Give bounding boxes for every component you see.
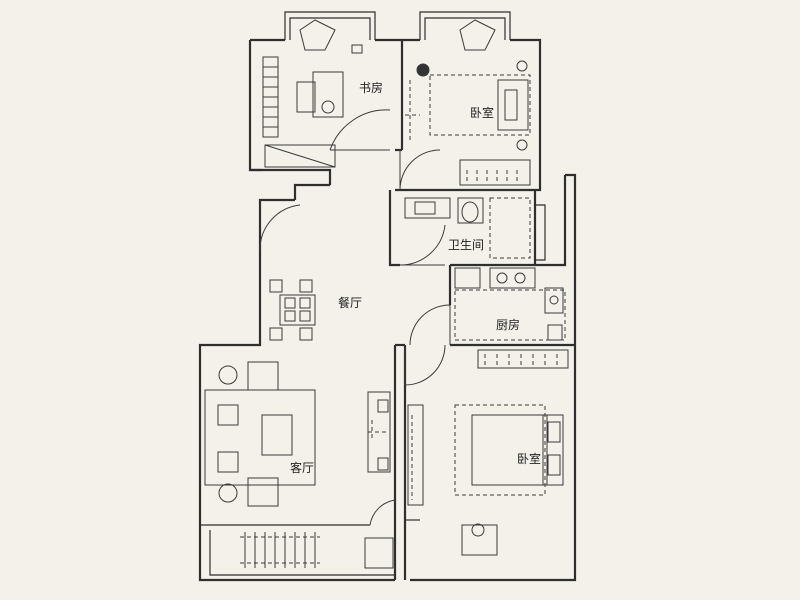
- kitchen-furniture: [454, 267, 566, 341]
- label-dining: 餐厅: [338, 295, 362, 310]
- label-bathroom: 卫生间: [448, 238, 484, 252]
- doors: [259, 109, 451, 526]
- label-bedroom-north: 卧室: [470, 105, 494, 120]
- living-furniture: [204, 361, 391, 507]
- label-living: 客厅: [290, 460, 314, 475]
- dining-furniture: [269, 279, 316, 341]
- study-furniture: [262, 19, 363, 168]
- bedroom-north-furniture: [405, 19, 531, 186]
- label-bedroom-south: 卧室: [517, 451, 541, 466]
- label-study: 书房: [359, 80, 383, 95]
- bathroom-furniture: [404, 197, 531, 259]
- walls: [198, 11, 577, 582]
- bedroom-south-furniture: [407, 349, 569, 556]
- balcony-furniture: [240, 532, 394, 569]
- label-kitchen: 厨房: [496, 317, 520, 332]
- room-labels: 书房 卧室 卫生间 餐厅 厨房 客厅 卧室: [290, 80, 541, 475]
